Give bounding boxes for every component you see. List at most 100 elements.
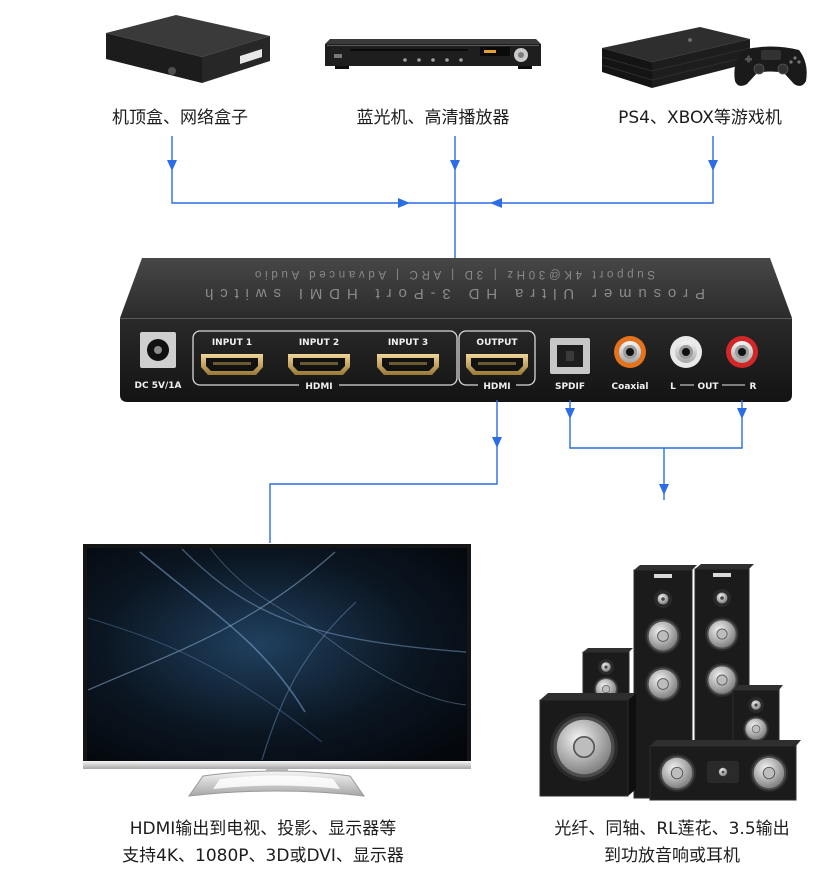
output-connectors xyxy=(269,400,747,543)
bookshelf-left-top xyxy=(583,648,633,652)
center-channel-speaker xyxy=(649,740,801,801)
arrow-down-icon xyxy=(737,408,747,419)
dc-power-jack: DC 5V/1A xyxy=(135,332,182,391)
spdif-optical-core xyxy=(566,351,574,361)
coaxial-jack-socket xyxy=(619,341,641,363)
hdmi-input-port-3 xyxy=(377,354,439,375)
controller-touchpad xyxy=(761,50,781,60)
game-controller-icon xyxy=(734,46,807,86)
player-button xyxy=(403,58,407,62)
source-label-game-console: PS4、XBOX等游戏机 xyxy=(618,108,782,128)
hdmi-output-group: OUTPUT HDMI xyxy=(458,330,536,392)
source-blu-ray-player: 蓝光机、高清播放器 xyxy=(325,39,541,128)
subwoofer xyxy=(539,693,636,797)
tv-screen xyxy=(87,548,467,761)
screen-light-streak xyxy=(87,617,323,743)
connector-line-set-top-box xyxy=(171,136,455,204)
arrow-down-icon xyxy=(565,408,575,419)
controller-face-button xyxy=(789,60,793,64)
center-channel-woofer xyxy=(657,753,697,793)
hdmi-input-2-label: INPUT 2 xyxy=(299,338,339,348)
audio-description-line-1: 光纤、同轴、RL莲花、3.5输出 xyxy=(554,819,789,839)
hdmi-output-label-backdrop xyxy=(478,379,516,391)
tower-left-tweeter xyxy=(654,590,672,608)
tower-right-top xyxy=(695,564,754,569)
switch-top-print-specs: Support 4K@30Hz | 3D | ARC | Advanced Au… xyxy=(255,268,655,280)
controller-dpad xyxy=(747,55,750,63)
set-top-box-icon xyxy=(106,15,270,83)
subwoofer-side xyxy=(628,693,636,796)
set-top-box-button xyxy=(168,67,176,75)
bookshelf-left-tweeter xyxy=(598,659,614,675)
switch-top-surface xyxy=(120,258,792,318)
coaxial-port: Coaxial xyxy=(612,336,648,392)
blu-ray-player-icon xyxy=(325,39,541,69)
tv-bottom-strip xyxy=(83,761,471,769)
power-label: DC 5V/1A xyxy=(135,381,182,391)
rca-left-jack-socket xyxy=(675,341,697,363)
arrow-down-icon xyxy=(708,160,718,171)
input-connectors xyxy=(167,136,718,260)
tower-left-woofer xyxy=(644,665,682,703)
source-set-top-box: 机顶盒、网络盒子 xyxy=(106,15,270,128)
rca-right-label: R xyxy=(750,382,757,392)
controller-right-stick xyxy=(777,63,789,75)
arrow-down-icon xyxy=(659,484,669,495)
disc-tray-slot xyxy=(350,49,468,51)
hdmi-input-port-1 xyxy=(201,354,263,375)
center-channel-top xyxy=(650,740,801,746)
controller-body xyxy=(734,46,807,86)
console-top xyxy=(602,27,750,62)
console-layer-line xyxy=(601,56,653,72)
connector-line-audio-merge xyxy=(569,400,743,449)
set-top-box-logo-mark xyxy=(240,49,262,64)
screen-light-streak xyxy=(261,601,357,761)
hdmi-input-label-backdrop xyxy=(299,379,339,391)
set-top-box-side xyxy=(202,36,270,83)
player-button xyxy=(459,58,463,62)
hdmi-output-label: OUTPUT xyxy=(476,338,518,348)
console-logo-mark xyxy=(688,38,692,42)
destination-audio: 光纤、同轴、RL莲花、3.5输出 到功放音响或耳机 xyxy=(539,564,801,866)
hdmi-input-port-2 xyxy=(288,354,350,375)
hdmi-switch: Prosumer Ultra HD 3-Port HDMI switch Sup… xyxy=(120,258,792,402)
power-jack-pin xyxy=(154,346,162,354)
source-game-console: PS4、XBOX等游戏机 xyxy=(601,27,807,128)
console-side xyxy=(652,39,750,88)
arrow-right-icon xyxy=(398,198,410,208)
controller-face-button xyxy=(793,56,797,60)
tower-right-tweeter xyxy=(713,589,731,607)
hdmi-input-3-label: INPUT 3 xyxy=(388,338,428,348)
source-label-blu-ray: 蓝光机、高清播放器 xyxy=(357,108,510,128)
screen-light-streak xyxy=(209,547,467,706)
player-top xyxy=(325,39,541,44)
tower-left-top xyxy=(634,565,697,570)
arrow-down-icon xyxy=(450,160,460,171)
controller-left-stick xyxy=(753,63,765,75)
center-channel-woofer xyxy=(749,753,789,793)
spdif-label: SPDIF xyxy=(555,382,585,392)
spdif-port: SPDIF xyxy=(550,338,590,392)
tower-left-woofer xyxy=(644,617,682,655)
hdmi-input-1-label: INPUT 1 xyxy=(212,338,252,348)
tower-left-badge xyxy=(654,574,672,578)
player-button xyxy=(417,58,421,62)
speaker-system-icon xyxy=(539,564,801,801)
hdmi-input-group: INPUT 1 INPUT 2 INPUT 3 HDMI xyxy=(192,330,458,392)
player-display-digits xyxy=(484,50,496,53)
hdmi-output-group-label: HDMI xyxy=(483,382,510,392)
set-top-box-front xyxy=(106,33,202,83)
rca-audio-out: L OUT R xyxy=(670,336,758,392)
player-knob-center xyxy=(518,52,524,58)
console-front xyxy=(602,48,652,88)
destination-display: HDMI输出到电视、投影、显示器等 支持4K、1080P、3D或DVI、显示器 xyxy=(83,544,471,866)
subwoofer-top xyxy=(540,693,636,700)
bookshelf-right-woofer xyxy=(742,715,770,743)
player-button xyxy=(445,58,449,62)
arrow-down-icon xyxy=(492,437,502,448)
game-console-icon xyxy=(601,27,751,88)
player-foot xyxy=(335,66,349,69)
connector-line-display xyxy=(269,400,498,543)
bookshelf-right-tweeter xyxy=(748,697,764,713)
